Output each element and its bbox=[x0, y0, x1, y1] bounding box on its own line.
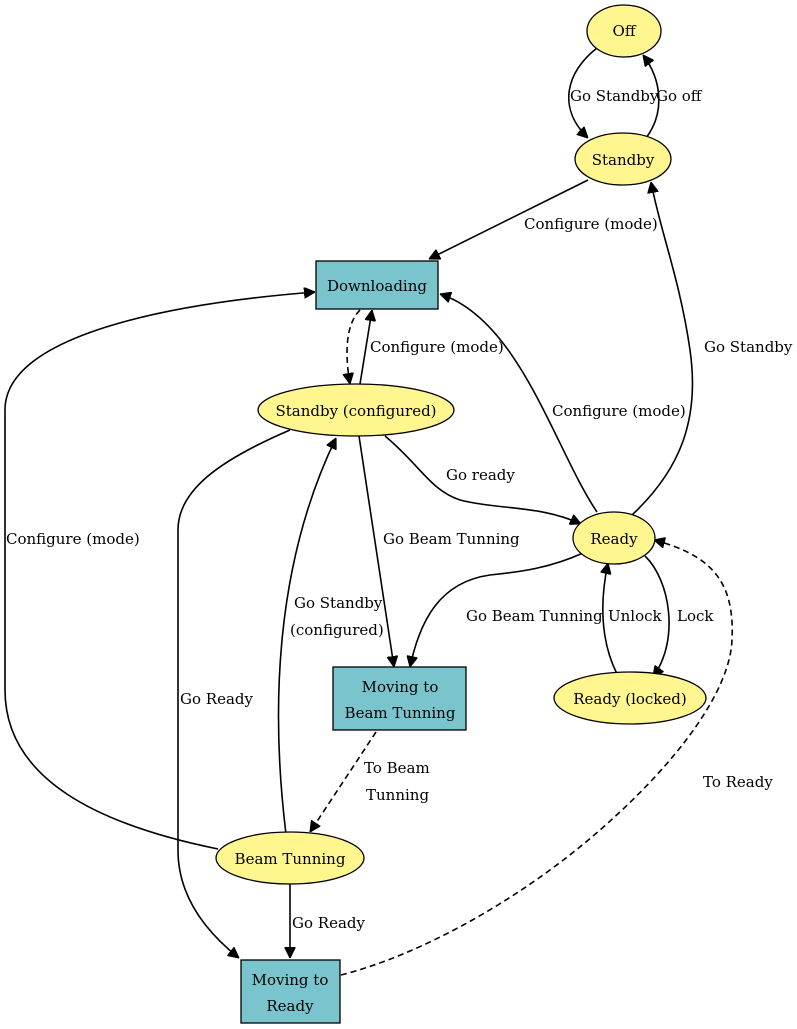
edge-label-go-ready-from-standby-configured-left: Go Ready bbox=[180, 690, 253, 708]
edge-ready-to-moving-beam bbox=[410, 552, 584, 667]
edge-moving-beam-to-beam-tunning bbox=[310, 731, 377, 832]
edge-standby-configured-to-moving-ready bbox=[177, 429, 291, 958]
edges bbox=[4, 47, 733, 976]
edge-label-configure-from-ready: Configure (mode) bbox=[552, 402, 686, 420]
node-moving-to-beam-tunning-shape bbox=[332, 666, 467, 731]
edge-downloading-to-standby-configured bbox=[347, 309, 361, 384]
edge-standby-configured-to-ready bbox=[384, 435, 581, 524]
edge-beam-tunning-to-downloading bbox=[4, 292, 315, 850]
node-downloading: Downloading bbox=[315, 260, 439, 310]
node-ready-shape bbox=[572, 511, 656, 565]
node-downloading-shape bbox=[315, 260, 439, 310]
edge-moving-ready-to-ready bbox=[340, 540, 733, 976]
node-standby-configured-label: Standby (configured) bbox=[275, 402, 436, 420]
edge-label-lock: Lock bbox=[677, 607, 714, 625]
node-standby-configured: Standby (configured) bbox=[257, 383, 455, 437]
edge-off-to-standby bbox=[568, 47, 598, 138]
node-standby-configured-shape bbox=[257, 383, 455, 437]
edge-standby-configured-to-moving-beam bbox=[358, 435, 394, 667]
edge-labels: Go Standby Go off Configure (mode) Confi… bbox=[6, 87, 793, 932]
edge-label-go-ready-from-standby-configured: Go ready bbox=[446, 466, 515, 484]
node-moving-to-ready-label-line1: Moving to bbox=[252, 971, 329, 989]
node-standby: Standby bbox=[574, 132, 672, 186]
edge-label-go-beam-tunning-from-ready: Go Beam Tunning bbox=[466, 607, 603, 625]
edge-label-go-standby-top: Go Standby bbox=[570, 87, 659, 105]
edge-standby-to-downloading bbox=[429, 179, 589, 260]
edge-label-go-off: Go off bbox=[656, 87, 703, 105]
edge-label-go-standby-configured-line1: Go Standby bbox=[294, 594, 383, 612]
edge-beam-tunning-to-standby-configured bbox=[277, 438, 337, 835]
node-off: Off bbox=[586, 4, 662, 58]
node-beam-tunning-shape bbox=[215, 831, 365, 885]
edge-standby-configured-to-downloading bbox=[359, 310, 372, 385]
edge-ready-locked-to-ready bbox=[603, 563, 618, 675]
node-ready-locked-shape bbox=[553, 671, 707, 725]
edge-label-to-beam-tunning-line1: To Beam bbox=[364, 759, 430, 777]
node-moving-to-beam-tunning-label-line2: Beam Tunning bbox=[345, 704, 456, 722]
node-moving-to-ready-label-line2: Ready bbox=[266, 997, 314, 1015]
edge-label-to-beam-tunning-line2: Tunning bbox=[366, 786, 429, 804]
node-beam-tunning-label: Beam Tunning bbox=[235, 850, 346, 868]
node-off-label: Off bbox=[613, 22, 637, 40]
node-off-shape bbox=[586, 4, 662, 58]
edge-ready-to-standby bbox=[631, 182, 694, 516]
node-standby-label: Standby bbox=[592, 151, 655, 169]
node-moving-to-beam-tunning-label-line1: Moving to bbox=[362, 678, 439, 696]
nodes: Off Standby Downloading Standby (configu… bbox=[215, 4, 707, 1024]
edge-label-go-ready-from-beam-tunning: Go Ready bbox=[292, 914, 365, 932]
edge-label-unlock: Unlock bbox=[608, 607, 663, 625]
edge-label-configure-from-standby-configured: Configure (mode) bbox=[370, 338, 504, 356]
node-beam-tunning: Beam Tunning bbox=[215, 831, 365, 885]
node-ready-locked: Ready (locked) bbox=[553, 671, 707, 725]
edge-label-configure-from-beam-tunning: Configure (mode) bbox=[6, 530, 140, 548]
edge-label-to-ready: To Ready bbox=[703, 773, 773, 791]
node-downloading-label: Downloading bbox=[327, 277, 427, 295]
node-ready: Ready bbox=[572, 511, 656, 565]
edge-ready-to-downloading bbox=[440, 294, 598, 513]
edge-ready-to-ready-locked bbox=[644, 555, 670, 677]
node-standby-shape bbox=[574, 132, 672, 186]
node-moving-to-beam-tunning: Moving to Beam Tunning bbox=[332, 666, 467, 731]
edge-label-go-beam-tunning-from-standby-configured: Go Beam Tunning bbox=[383, 530, 520, 548]
edge-label-go-standby-from-ready: Go Standby bbox=[704, 338, 793, 356]
edge-label-configure-from-standby: Configure (mode) bbox=[524, 215, 658, 233]
node-moving-to-ready: Moving to Ready bbox=[240, 959, 341, 1024]
node-moving-to-ready-shape bbox=[240, 959, 341, 1024]
edge-standby-to-off bbox=[643, 55, 660, 139]
node-ready-locked-label: Ready (locked) bbox=[573, 690, 686, 708]
edge-label-go-standby-configured-line2: (configured) bbox=[290, 621, 384, 639]
node-ready-label: Ready bbox=[590, 530, 638, 548]
